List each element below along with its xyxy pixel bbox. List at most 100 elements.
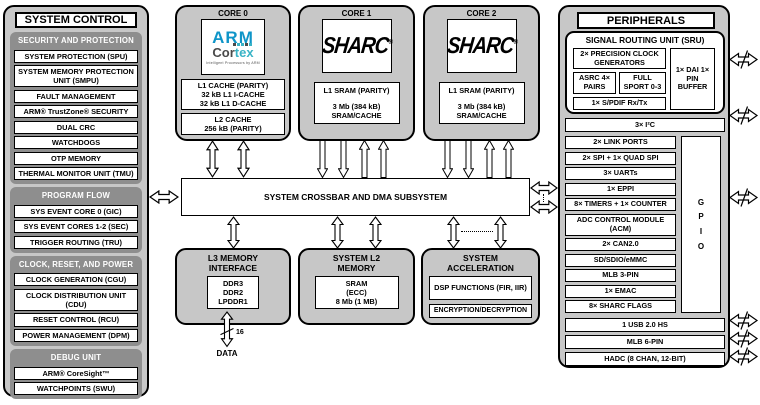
system-acceleration: SYSTEM ACCELERATION DSP FUNCTIONS (FIR, … <box>421 248 540 325</box>
arrow-down-core1-icon <box>338 140 349 178</box>
asrc-block: ASRC 4× PAIRS <box>573 72 616 94</box>
core1-block: CORE 1 SHARC® L1 SRAM (PARITY) 3 Mb (384… <box>298 5 415 141</box>
bus-arrow-l2-icon <box>369 216 382 249</box>
core1-title: CORE 1 <box>341 9 372 18</box>
io-bus-arrow-dai-icon <box>729 50 759 69</box>
bus-arrow-l3-icon <box>227 216 240 249</box>
dotted-connector <box>543 194 544 202</box>
core0-l2-cache: L2 CACHE 256 kB (PARITY) <box>181 113 285 136</box>
io-bus-arrow-mlb-icon <box>729 329 759 348</box>
bus-arrow-accel-icon <box>494 216 507 249</box>
arrow-down-core1-icon <box>317 140 328 178</box>
block-gic: SYS EVENT CORE 0 (GIC) <box>14 204 138 218</box>
core2-block: CORE 2 SHARC® L1 SRAM (PARITY) 3 Mb (384… <box>423 5 540 141</box>
io-bus-arrow-gpio-icon <box>729 188 759 207</box>
io-bus-arrow-hadc-icon <box>729 347 759 366</box>
arm-logo-text: ARM <box>212 28 254 47</box>
block-rcu: RESET CONTROL (RCU) <box>14 313 138 327</box>
bus-arrow-crossbar-peripherals-icon <box>530 200 558 214</box>
core2-l1-sram: L1 SRAM (PARITY) 3 Mb (384 kB) SRAM/CACH… <box>438 82 525 125</box>
mlb6-block: MLB 6-PIN <box>565 335 725 349</box>
block-coresight: ARM® CoreSight™ <box>14 366 138 380</box>
section-debug-unit: DEBUG UNIT ARM® CoreSight™ WATCHPOINTS (… <box>10 349 142 400</box>
section-program-flow: PROGRAM FLOW SYS EVENT CORE 0 (GIC) SYS … <box>10 187 142 253</box>
bus-arrow-l2-icon <box>331 216 344 249</box>
section-header: SECURITY AND PROTECTION <box>18 36 134 45</box>
bus-arrow-core0-icon <box>206 140 219 178</box>
dotted-connector <box>461 231 493 232</box>
dsp-functions-box: DSP FUNCTIONS (FIR, IIR) <box>429 276 532 300</box>
block-trustzone: ARM® TrustZone® SECURITY <box>14 105 138 119</box>
usb-block: 1 USB 2.0 HS <box>565 318 725 332</box>
spdif-block: 1× S/PDIF Rx/Tx <box>573 97 666 110</box>
hadc-block: HADC (8 CHAN, 12-BIT) <box>565 352 725 366</box>
sru-panel: SIGNAL ROUTING UNIT (SRU) 2× PRECISION C… <box>565 31 725 114</box>
sharc-logo: SHARC® <box>445 19 517 73</box>
data-bus-label: DATA <box>216 349 238 358</box>
arrow-up-core2-icon <box>503 140 514 178</box>
block-dual-crc: DUAL CRC <box>14 120 138 134</box>
cortex-dots-icon <box>233 43 252 46</box>
arrow-up-core2-icon <box>484 140 495 178</box>
l2-title: SYSTEM L2 MEMORY <box>332 253 381 273</box>
full-sport-block: FULL SPORT 0-3 <box>619 72 666 94</box>
l3-memory-interface: L3 MEMORY INTERFACE DDR3 DDR2 LPDDR1 <box>175 248 291 325</box>
bus-arrow-crossbar-peripherals-icon <box>530 181 558 195</box>
bus-arrow-core0-icon <box>237 140 250 178</box>
spi-block: 2× SPI + 1× QUAD SPI <box>565 151 676 165</box>
section-header: DEBUG UNIT <box>50 353 102 363</box>
emac-block: 1× EMAC <box>565 284 676 298</box>
sru-title: SIGNAL ROUTING UNIT (SRU) <box>585 35 705 45</box>
l3-title: L3 MEMORY INTERFACE <box>207 253 259 273</box>
precision-clock-generators: 2× PRECISION CLOCK GENERATORS <box>573 48 666 69</box>
section-security-and-protection: SECURITY AND PROTECTION SYSTEM PROTECTIO… <box>10 32 142 185</box>
block-smpu: SYSTEM MEMORY PROTECTION UNIT (SMPU) <box>14 65 138 88</box>
arm-tagline: Intelligent Processors by ARM <box>206 61 260 65</box>
section-header: CLOCK, RESET, AND POWER <box>18 259 134 269</box>
block-tmu: THERMAL MONITOR UNIT (TMU) <box>14 167 138 181</box>
can-block: 2× CAN2.0 <box>565 238 676 251</box>
arrow-down-core2-icon <box>442 140 453 178</box>
io-bus-arrow-usb-icon <box>729 311 759 330</box>
block-swu: WATCHPOINTS (SWU) <box>14 382 138 396</box>
gpio-block: G P I O <box>681 136 721 313</box>
accel-title: SYSTEM ACCELERATION <box>447 253 514 273</box>
sharc-flags-block: 8× SHARC FLAGS <box>565 300 676 313</box>
core0-l1-cache: L1 CACHE (PARITY) 32 kB L1 I-CACHE 32 kB… <box>181 79 285 111</box>
ddr-box: DDR3 DDR2 LPDDR1 <box>207 276 259 310</box>
dai-pin-buffer-block: 1× DAI 1× PIN BUFFER <box>670 48 715 110</box>
data-bus-arrow-icon <box>220 311 234 348</box>
system-crossbar: SYSTEM CROSSBAR AND DMA SUBSYSTEM <box>181 178 530 216</box>
acm-block: ADC CONTROL MODULE (ACM) <box>565 213 676 236</box>
uarts-block: 3× UARTs <box>565 167 676 180</box>
arrow-up-core1-icon <box>359 140 370 178</box>
block-cgu: CLOCK GENERATION (CGU) <box>14 273 138 287</box>
core0-title: CORE 0 <box>218 9 248 18</box>
bus-arrow-control-crossbar-icon <box>149 190 179 204</box>
bus-arrow-accel-icon <box>447 216 460 249</box>
i2c-block: 3× I²C <box>565 118 725 132</box>
block-fault-management: FAULT MANAGEMENT <box>14 89 138 103</box>
peripherals-title: PERIPHERALS <box>577 12 715 29</box>
peripherals-panel: PERIPHERALS SIGNAL ROUTING UNIT (SRU) 2×… <box>558 5 730 368</box>
sharc-logo: SHARC® <box>320 19 392 73</box>
system-l2-memory: SYSTEM L2 MEMORY SRAM (ECC) 8 Mb (1 MB) <box>298 248 415 325</box>
system-control-panel: SYSTEM CONTROL SECURITY AND PROTECTION S… <box>3 5 149 400</box>
bus-width-label: 16 <box>236 329 244 336</box>
section-clock-reset-power: CLOCK, RESET, AND POWER CLOCK GENERATION… <box>10 255 142 347</box>
sram-box: SRAM (ECC) 8 Mb (1 MB) <box>314 276 399 310</box>
sdio-block: SD/SDIO/eMMC <box>565 253 676 267</box>
timers-block: 8× TIMERS + 1× COUNTER <box>565 198 676 211</box>
link-ports-block: 2× LINK PORTS <box>565 136 676 149</box>
arrow-up-core1-icon <box>378 140 389 178</box>
eppi-block: 1× EPPI <box>565 182 676 196</box>
system-control-title: SYSTEM CONTROL <box>15 12 137 28</box>
section-header: PROGRAM FLOW <box>41 191 111 201</box>
block-otp-memory: OTP MEMORY <box>14 151 138 165</box>
block-cdu: CLOCK DISTRIBUTION UNIT (CDU) <box>14 288 138 311</box>
block-dpm: POWER MANAGEMENT (DPM) <box>14 329 138 343</box>
